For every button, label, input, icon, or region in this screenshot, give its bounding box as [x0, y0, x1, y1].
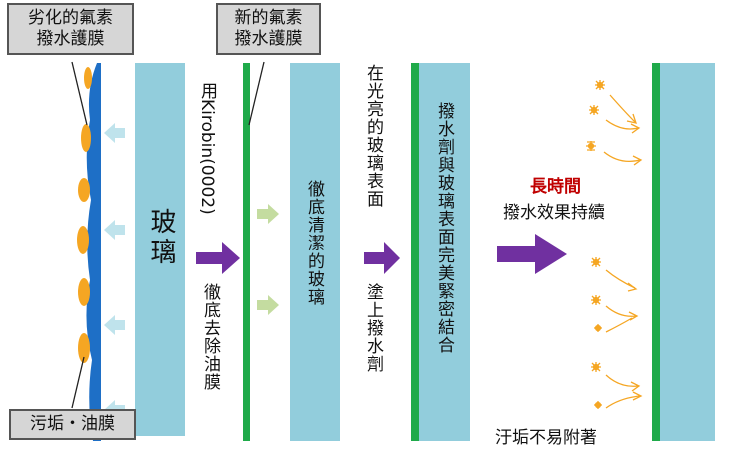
repelled-droplets [586, 80, 643, 409]
step1-text-b: 徹底去除油膜 [200, 283, 220, 391]
callout-dirt: 污垢・油膜 [9, 409, 136, 440]
light-green-arrows [257, 204, 279, 315]
green-coating-2 [243, 63, 250, 441]
glass-label-1: 玻璃 [146, 208, 176, 268]
result-subtitle: 撥水效果持續 [503, 203, 605, 223]
step2-text-b: 塗上撥水劑 [363, 283, 383, 373]
light-blue-arrows [104, 123, 125, 420]
callout-degraded-line1: 劣化的氟素 [28, 8, 113, 28]
glass-pane-3 [419, 63, 470, 441]
glass-pane-2 [290, 63, 340, 441]
green-coating-4 [652, 63, 660, 441]
step1-text-a: 用Kirobin(0002) [197, 82, 217, 215]
purple-arrows [196, 234, 567, 274]
callout-new-line1: 新的氟素 [234, 8, 303, 28]
callout-degraded-line2: 撥水護膜 [36, 29, 105, 49]
result-title: 長時間 [530, 177, 581, 197]
dirt-blobs [77, 67, 92, 363]
green-coating-3 [411, 63, 419, 441]
glass-label-3: 撥水劑與玻璃表面完美緊密結合 [434, 102, 454, 354]
callout-new-line2: 撥水護膜 [234, 29, 303, 49]
callout-degraded-coating: 劣化的氟素 撥水護膜 [7, 3, 134, 55]
glass-pane-1 [135, 63, 185, 436]
leader-lines [71, 61, 265, 409]
step2-text-a: 在光亮的玻璃表面 [363, 64, 383, 208]
result-footer: 汙垢不易附著 [495, 428, 597, 448]
degraded-coating [86, 63, 101, 441]
glass-label-2: 徹底清潔的玻璃 [304, 180, 324, 306]
glass-pane-4 [660, 63, 715, 441]
callout-new-coating: 新的氟素 撥水護膜 [216, 3, 321, 55]
